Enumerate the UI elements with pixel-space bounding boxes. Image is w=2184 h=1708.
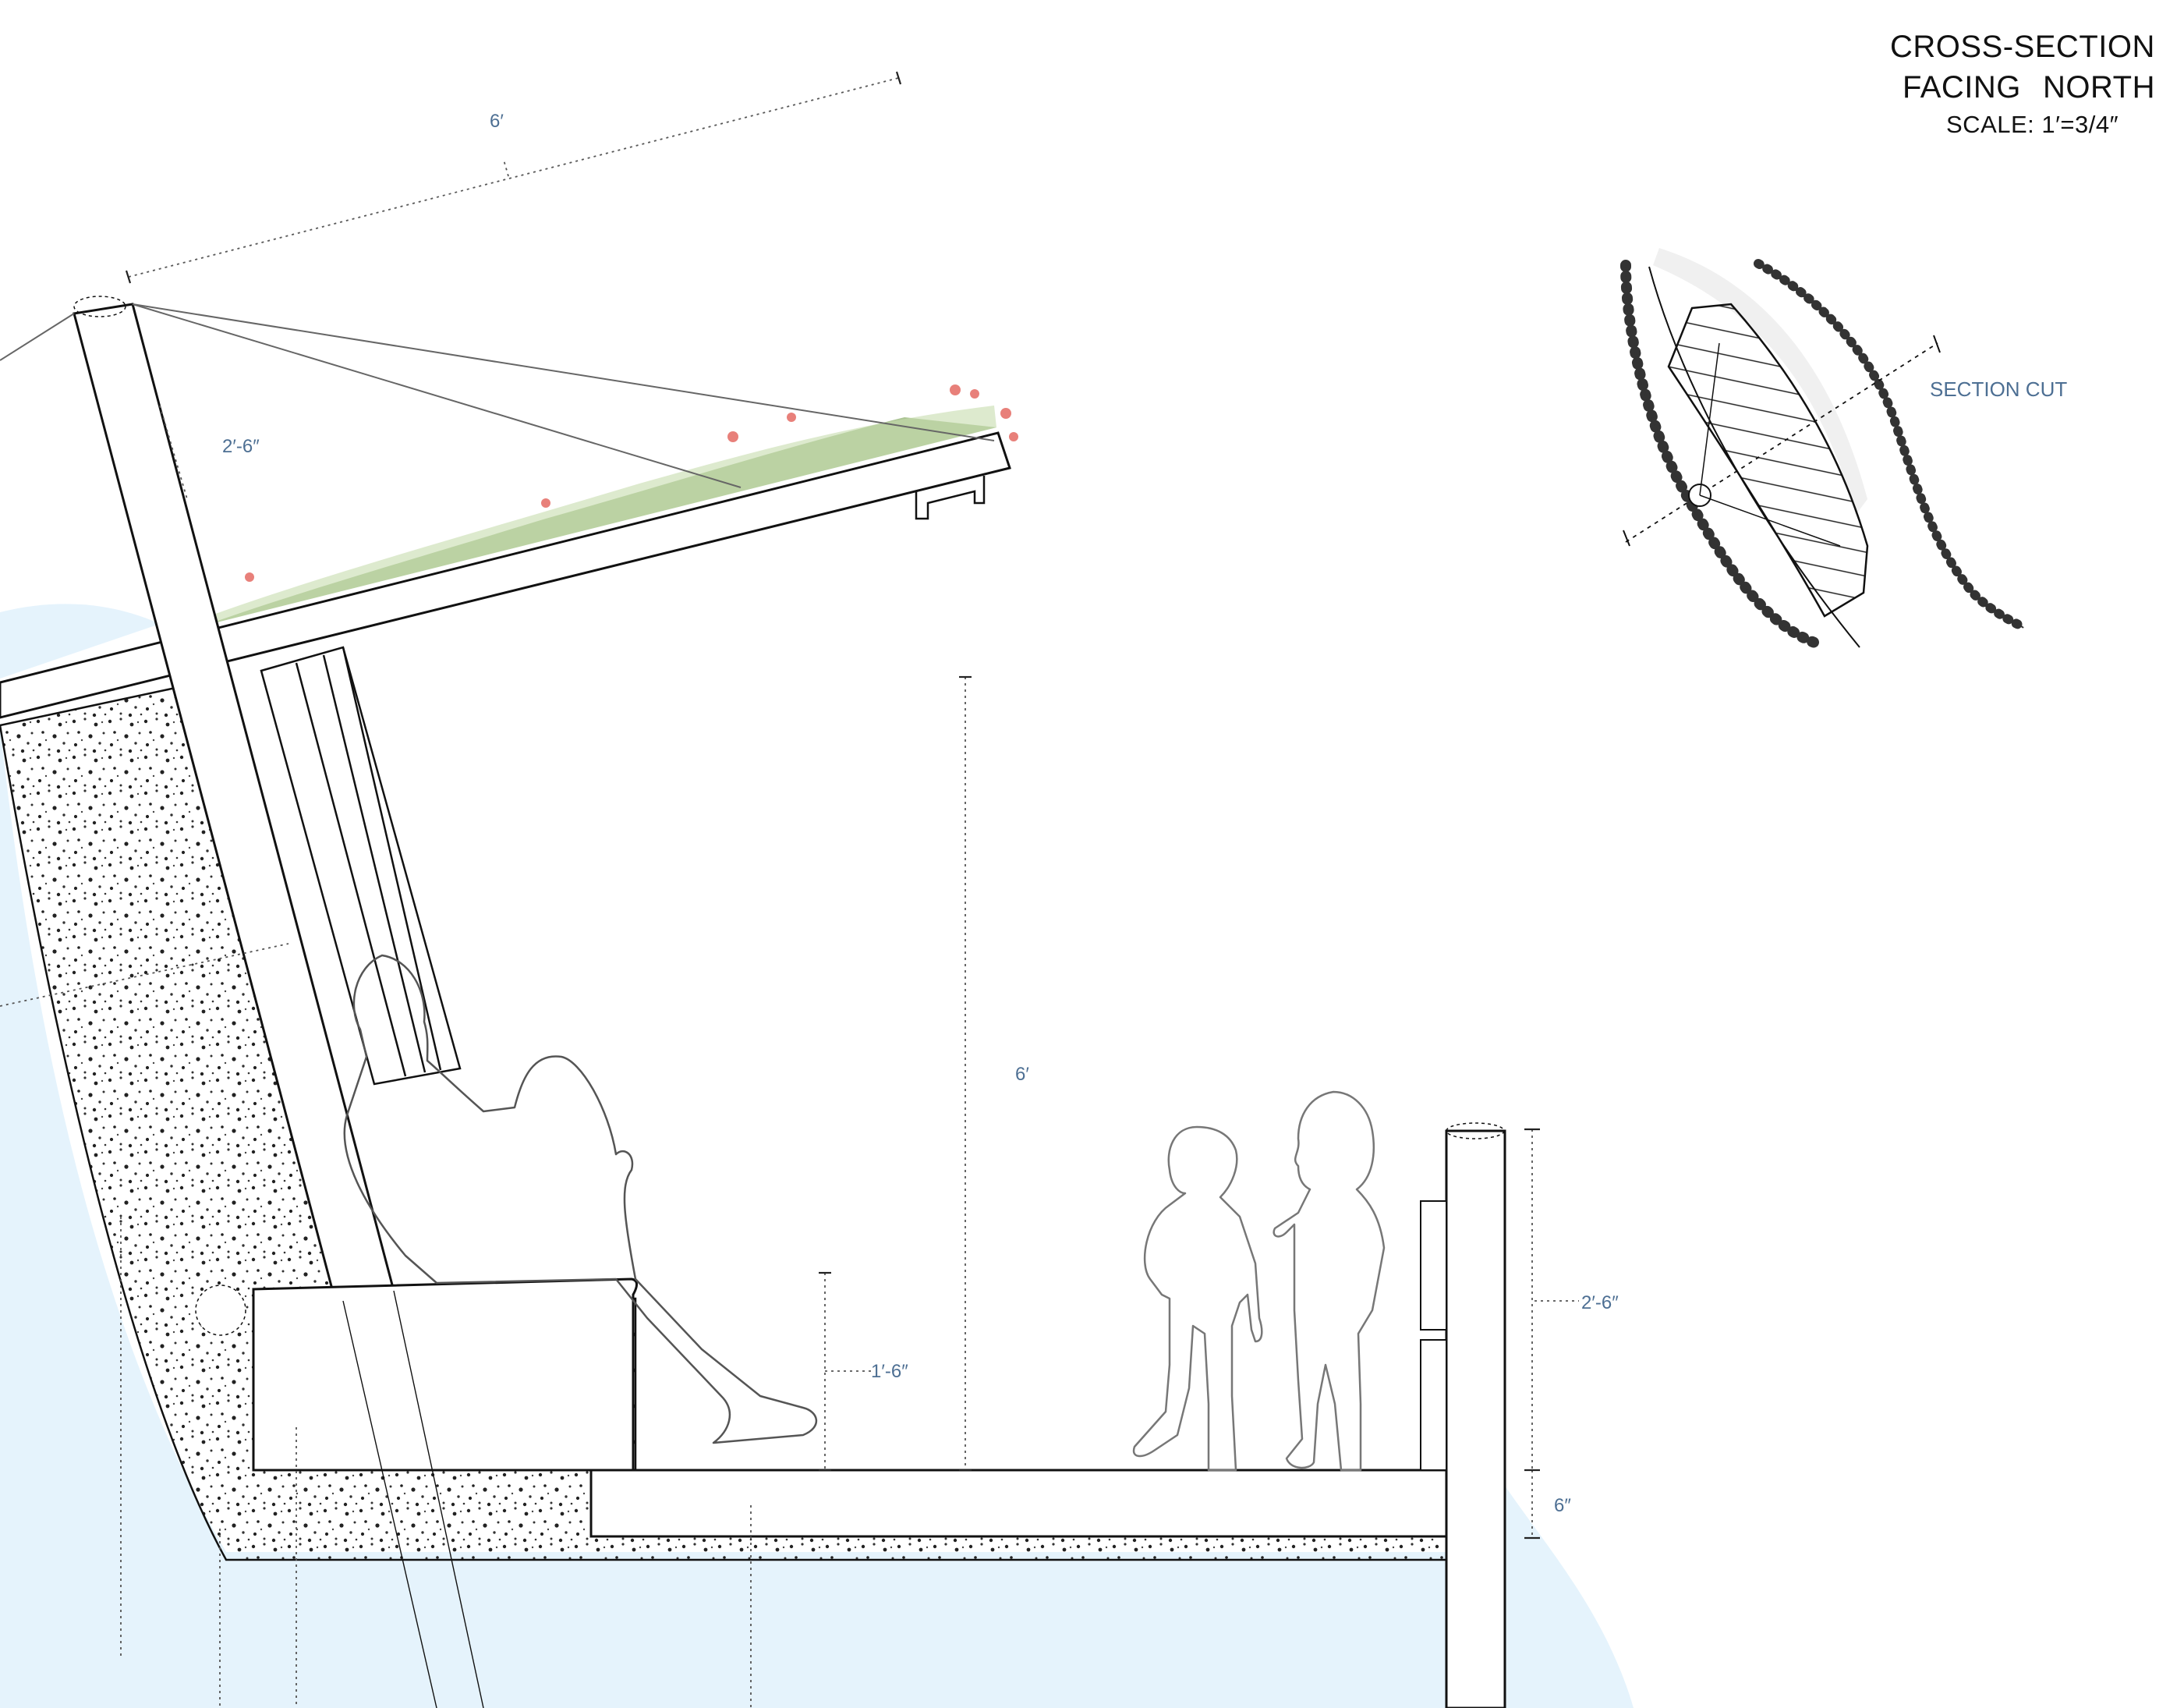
drain-pipe [195,1285,246,1336]
roof-edge-bracket [915,476,986,520]
dim-deck-thickness-label: 6″ [1554,1495,1571,1516]
child-right-silhouette [1273,1090,1386,1472]
dim-bench-height-label: 1′-6″ [871,1361,908,1382]
post-continuation-r [393,1290,484,1708]
roof-vegetation-shade [209,406,996,624]
railing-board-upper [1420,1200,1447,1331]
seated-person-silhouette [343,954,818,1444]
figures [343,954,1386,1472]
railing-board-lower [1420,1339,1447,1471]
back-wall-slat-4 [342,647,442,1071]
dimension-lines [0,77,1579,1708]
sheet-scale-note: SCALE: 1′=3/4″ [1946,111,2119,138]
guy-line-lower [132,303,742,488]
dim-clear-height-label: 6′ [1015,1064,1029,1085]
water-bottom [0,1552,1446,1708]
key-plan-left-boulders-outline [1625,264,1818,644]
back-wall-slat-2 [295,662,407,1077]
post-continuation-l [342,1300,437,1708]
bench-seat [252,1277,638,1472]
dimension-ticks [125,71,1540,1540]
dim-roof-span-line [128,77,899,278]
guy-line-upper [132,303,995,441]
water-left-bank [0,604,160,679]
sheet-title-north: NORTH [2043,70,2155,105]
sheet-title-line1: CROSS-SECTION [1890,30,2155,64]
dim-post-head-label: 2′-6″ [222,436,260,457]
key-plan-right-boulders-outline [1757,263,2024,629]
water-left-lower [0,725,226,1552]
deck-slab [589,1469,1448,1538]
dim-railing-height-label: 2′-6″ [1581,1292,1619,1313]
guy-line-left [0,313,75,361]
post-top-cap [73,296,126,317]
dim-roof-span-label: 6′ [490,111,504,132]
water-right-bank [1505,1486,1634,1708]
back-wall-slat-3 [322,654,427,1073]
water-body [0,604,1634,1708]
key-plan-section-cut [1625,342,1938,543]
dim-post-head-line [159,405,188,500]
key-plan-shade [1653,248,1867,515]
roof-flowers [245,384,1018,582]
key-plan-deck [1667,303,1869,618]
bench-deck [195,1122,1506,1708]
roof-structure [0,296,1018,1302]
railing-post-cap [1446,1122,1505,1139]
railing-post [1445,1129,1506,1708]
sheet-title-facing: FACING [1903,70,2021,105]
child-left-silhouette [1132,1125,1263,1472]
key-plan-section-cut-label: SECTION CUT [1930,377,2067,401]
dim-roof-span-leader [503,159,509,177]
key-plan: SECTION CUT [1620,248,2067,649]
roof-beam [0,431,1011,719]
key-plan-shore [1648,266,1860,648]
back-wall-slat-1 [260,646,462,1086]
